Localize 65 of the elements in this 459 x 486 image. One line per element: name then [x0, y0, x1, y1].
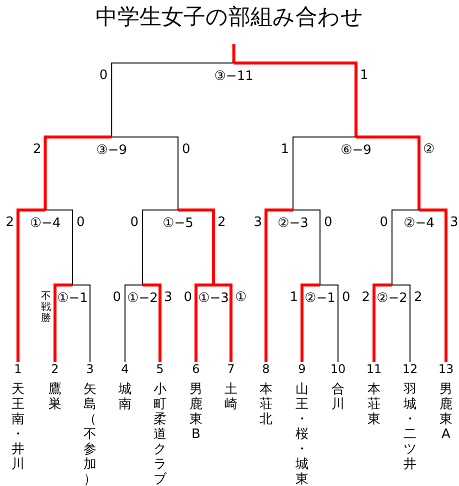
bracket-line [372, 284, 392, 362]
bracket-line [292, 210, 320, 286]
team-number: 11 [365, 362, 383, 376]
match-number: ②−2 [376, 291, 408, 306]
match-number: ⑥−9 [340, 143, 372, 158]
bracket-line [419, 208, 448, 362]
bracket-line [124, 284, 143, 362]
title: 中学生女子の部組み合わせ [94, 4, 364, 32]
bracket-line [178, 208, 215, 285]
team-name: 合川 [331, 382, 345, 412]
score-label: 不戦勝 [41, 291, 51, 324]
bracket-line [142, 210, 178, 286]
bracket-line [54, 284, 72, 362]
match-number: ②−4 [404, 216, 434, 231]
team-number: 5 [155, 362, 165, 376]
bracket-line [392, 284, 410, 362]
team-name: 羽城・二ツ井 [403, 382, 417, 472]
team-name: 山王・桜・城東 [295, 382, 309, 486]
team-name: 矢島（不参加） [83, 382, 97, 486]
bracket-line [44, 136, 112, 210]
team-name: 男鹿東A [439, 382, 453, 442]
bracket-line [72, 284, 90, 362]
team-number: 6 [191, 362, 201, 376]
bracket-line [16, 208, 46, 362]
bracket-line [44, 210, 73, 286]
team-name: 土崎 [224, 382, 238, 412]
team-number: 13 [437, 362, 455, 376]
team-name: 本荘東 [367, 382, 381, 427]
match-number: ①−2 [127, 291, 158, 306]
team-name: 男鹿東B [189, 382, 203, 442]
bracket-line [292, 136, 356, 210]
team-number: 1 [13, 362, 23, 376]
team-name: 鷹巣 [48, 382, 62, 412]
bracket-line [214, 284, 232, 362]
team-number: 8 [261, 362, 271, 376]
bracket-line [356, 136, 420, 210]
bracket-line [111, 62, 234, 138]
match-number: ②−3 [278, 216, 308, 231]
bracket-line [320, 284, 338, 362]
team-name: 本荘北 [259, 382, 273, 427]
team-number: 9 [297, 362, 307, 376]
team-name: 城南 [118, 382, 132, 412]
team-number: 2 [50, 362, 60, 376]
match-number: ③−9 [96, 143, 128, 158]
bracket-line [232, 44, 236, 63]
bracket-line [392, 210, 420, 286]
bracket-line [111, 136, 178, 210]
team-name: 小町柔道クラブ [153, 382, 167, 486]
bracket-line [300, 284, 320, 362]
bracket-line [194, 284, 214, 362]
bracket-line [264, 208, 293, 362]
team-number: 7 [226, 362, 236, 376]
match-number: ①−3 [198, 291, 229, 306]
match-number: ③−11 [214, 69, 254, 84]
team-number: 10 [329, 362, 347, 376]
match-number: ①−1 [57, 291, 88, 306]
team-number: 12 [401, 362, 419, 376]
bracket-line [234, 62, 358, 137]
match-number: ①−5 [162, 216, 194, 231]
team-name: 天王南・井川 [11, 382, 25, 472]
team-number: 4 [120, 362, 130, 376]
match-number: ①−4 [30, 216, 61, 231]
match-number: ②−1 [304, 291, 336, 306]
bracket-line [142, 284, 162, 362]
team-number: 3 [85, 362, 95, 376]
